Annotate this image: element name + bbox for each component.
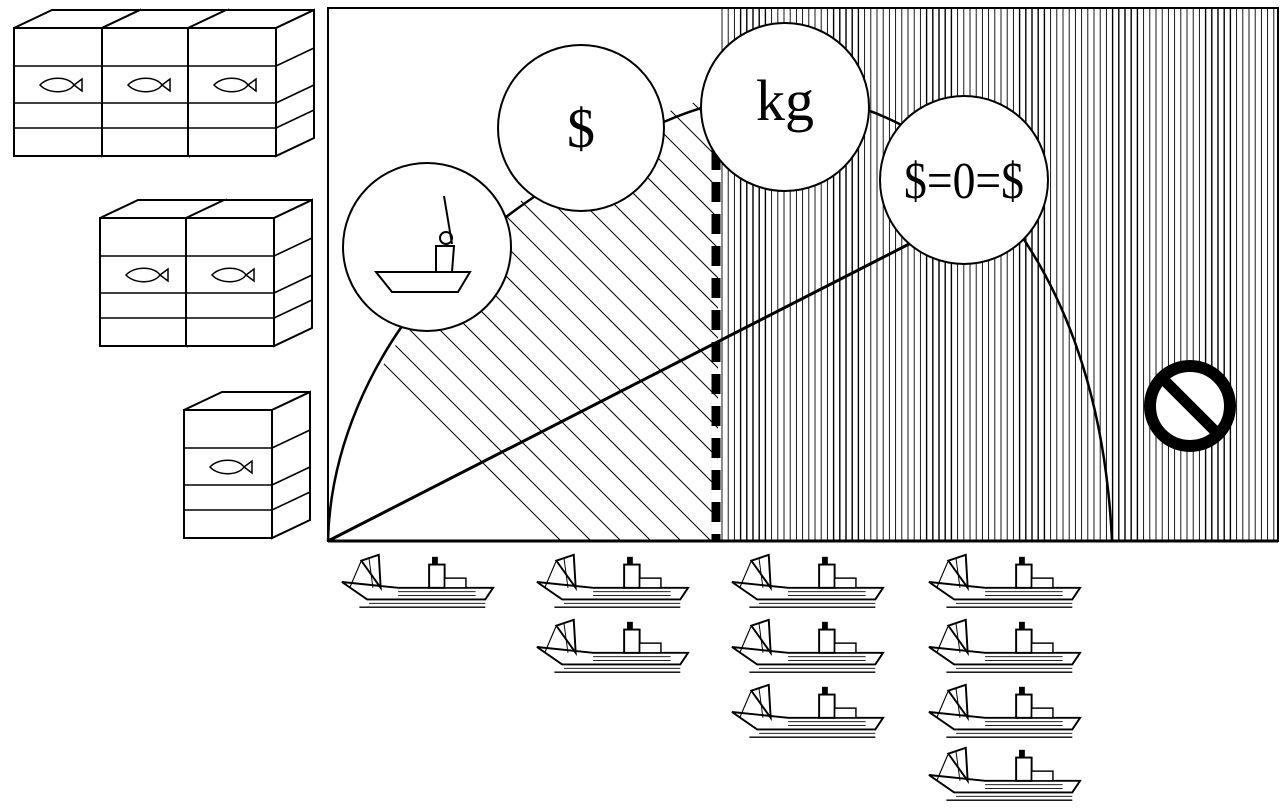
trawler-icon	[535, 553, 690, 609]
trawler-icon	[927, 746, 1082, 802]
prohibited-icon	[1144, 360, 1236, 452]
svg-text:kg: kg	[756, 68, 814, 133]
trawler-icon	[927, 683, 1082, 739]
trawler-icon	[730, 553, 885, 609]
fish-crate-icon	[183, 391, 311, 539]
trawler-icon	[340, 553, 495, 609]
hatch-line	[328, 87, 562, 541]
svg-text:$=0=$: $=0=$	[904, 153, 1024, 210]
dollar-icon: $	[497, 44, 665, 212]
cost-line	[327, 216, 961, 543]
trawler-icon	[535, 618, 690, 674]
kilogram-icon: kg	[700, 22, 870, 192]
fish-crate-icon	[185, 199, 313, 347]
fishing-boat-icon	[342, 162, 512, 332]
trawler-icon	[927, 618, 1082, 674]
trawler-fleets	[340, 553, 1082, 802]
trawler-icon	[730, 683, 885, 739]
svg-text:$: $	[567, 98, 595, 160]
fish-crate-stacks	[13, 9, 315, 539]
trawler-icon	[730, 618, 885, 674]
trawler-icon	[927, 553, 1082, 609]
zero-profit-icon: $=0=$	[879, 95, 1049, 265]
fish-crate-icon	[187, 9, 315, 157]
